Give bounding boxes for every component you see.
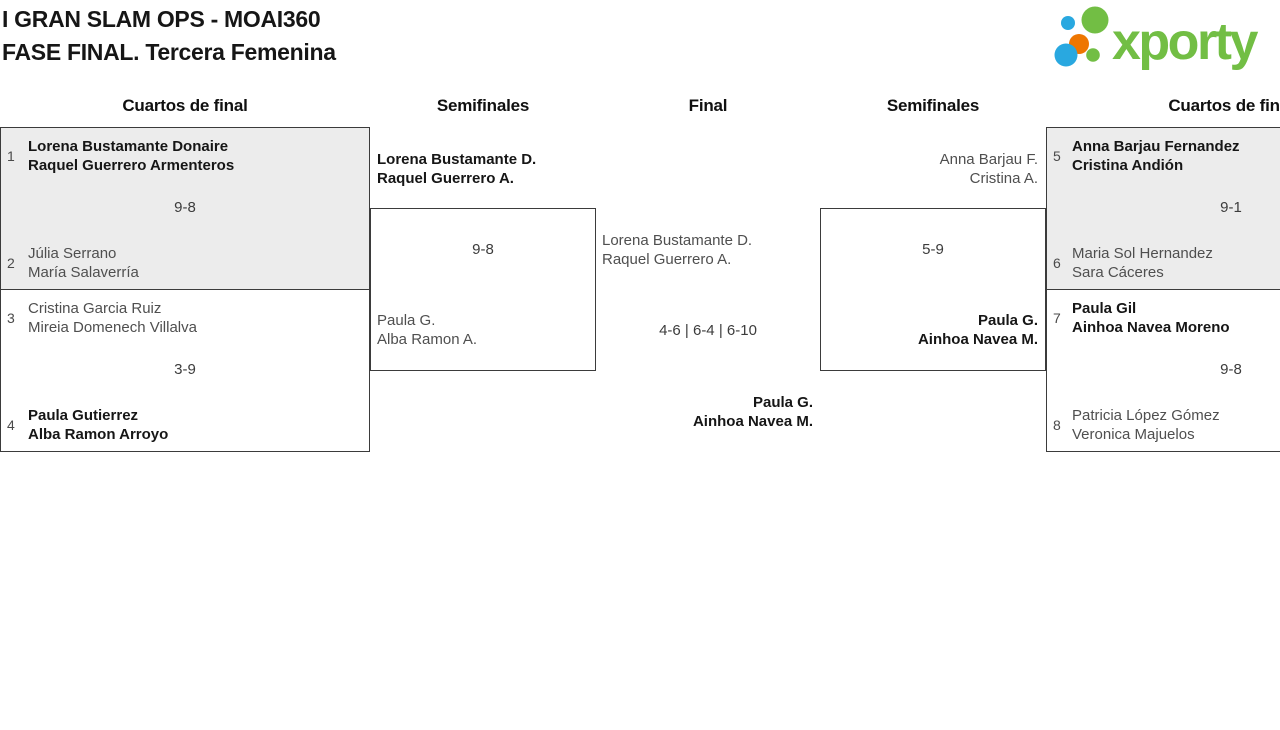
player-name: Cristina Garcia Ruiz — [28, 300, 162, 317]
match-box-qf-left-1 — [0, 127, 370, 290]
seed-number: 4 — [7, 417, 15, 433]
round-header-sf-left: Semifinales — [436, 96, 530, 115]
player-name: Anna Barjau F. — [939, 151, 1038, 168]
seed-number: 2 — [7, 255, 15, 271]
player-name: Cristina A. — [969, 170, 1038, 187]
round-header-qf-left: Cuartos de final — [122, 96, 248, 115]
round-header-final: Final — [688, 96, 728, 115]
seed-number: 8 — [1053, 417, 1061, 433]
player-name: Sara Cáceres — [1072, 264, 1164, 281]
player-name: Paula Gutierrez — [28, 407, 139, 424]
round-header-sf-right: Semifinales — [886, 96, 980, 115]
player-name: Júlia Serrano — [28, 245, 117, 262]
player-name: María Salaverría — [28, 264, 139, 281]
phase-category-name: FASE FINAL. Tercera Femenina — [2, 39, 336, 65]
player-name: Ainhoa Navea M. — [917, 331, 1038, 348]
logo-dot-green-small — [1086, 48, 1100, 62]
player-name: Maria Sol Hernandez — [1072, 245, 1213, 262]
team-pair-winner: Paula G. Ainhoa Navea M. — [596, 393, 813, 431]
player-name: Paula G. — [977, 312, 1038, 329]
xporty-logo[interactable]: xporty — [1046, 2, 1280, 78]
xporty-logo-graphic: xporty — [1054, 6, 1261, 71]
match-box-sf-left — [370, 208, 596, 371]
player-name: Paula Gil — [1072, 300, 1137, 317]
player-name: Paula G. — [752, 394, 813, 411]
match-box-sf-right — [820, 208, 1046, 371]
player-name: Paula G. — [377, 312, 436, 329]
player-name: Anna Barjau Fernandez — [1072, 138, 1240, 155]
logo-dot-green-large — [1081, 6, 1109, 34]
player-name: Mireia Domenech Villalva — [28, 319, 197, 336]
match-score: 9-8 — [1220, 361, 1242, 378]
match-score: 9-8 — [174, 199, 196, 216]
seed-number: 1 — [7, 148, 15, 164]
player-name: Veronica Majuelos — [1072, 426, 1195, 443]
team-pair: Paula G. Alba Ramon A. — [377, 311, 477, 349]
match-score: 3-9 — [174, 361, 196, 378]
tournament-name: I GRAN SLAM OPS - MOAI360 — [2, 6, 321, 32]
logo-dot-blue-small — [1061, 16, 1075, 30]
match-score: 9-1 — [1220, 199, 1242, 216]
seed-number: 5 — [1053, 148, 1061, 164]
team-pair: Júlia Serrano María Salaverría — [28, 244, 139, 282]
team-pair-winner: Lorena Bustamante D. Raquel Guerrero A. — [377, 150, 536, 188]
player-name: Raquel Guerrero A. — [377, 170, 514, 187]
seed-number: 7 — [1053, 310, 1061, 326]
page-title: I GRAN SLAM OPS - MOAI360 FASE FINAL. Te… — [2, 3, 336, 69]
player-name: Cristina Andión — [1072, 157, 1184, 174]
team-pair: Anna Barjau F. Cristina A. — [820, 150, 1038, 188]
player-name: Lorena Bustamante D. — [602, 232, 753, 249]
team-pair-winner: Anna Barjau Fernandez Cristina Andión — [1072, 137, 1240, 175]
player-name: Lorena Bustamante Donaire — [28, 138, 229, 155]
team-pair: Cristina Garcia Ruiz Mireia Domenech Vil… — [28, 299, 197, 337]
team-pair-winner: Lorena Bustamante Donaire Raquel Guerrer… — [28, 137, 234, 175]
player-name: Raquel Guerrero A. — [602, 251, 732, 268]
match-score: 9-8 — [472, 241, 494, 258]
match-score: 5-9 — [922, 241, 944, 258]
match-box-qf-right-2 — [1046, 289, 1280, 452]
player-name: Alba Ramon Arroyo — [28, 426, 169, 443]
match-box-qf-left-2 — [0, 289, 370, 452]
logo-dot-blue-large — [1054, 43, 1078, 67]
player-name: Patricia López Gómez — [1072, 407, 1220, 424]
player-name: Ainhoa Navea M. — [692, 413, 813, 430]
team-pair: Lorena Bustamante D. Raquel Guerrero A. — [602, 231, 752, 269]
match-box-qf-right-1 — [1046, 127, 1280, 290]
team-pair: Patricia López Gómez Veronica Majuelos — [1072, 406, 1220, 444]
team-pair-winner: Paula Gil Ainhoa Navea Moreno — [1072, 299, 1230, 337]
player-name: Alba Ramon A. — [377, 331, 478, 348]
team-pair: Maria Sol Hernandez Sara Cáceres — [1072, 244, 1213, 282]
player-name: Lorena Bustamante D. — [377, 151, 537, 168]
team-pair-winner: Paula Gutierrez Alba Ramon Arroyo — [28, 406, 168, 444]
player-name: Ainhoa Navea Moreno — [1072, 319, 1230, 336]
seed-number: 3 — [7, 310, 15, 326]
match-score: 4-6 | 6-4 | 6-10 — [659, 322, 757, 339]
round-header-qf-right: Cuartos de final — [1168, 96, 1280, 115]
player-name: Raquel Guerrero Armenteros — [28, 157, 235, 174]
seed-number: 6 — [1053, 255, 1061, 271]
team-pair-winner: Paula G. Ainhoa Navea M. — [820, 311, 1038, 349]
logo-wordmark: xporty — [1112, 13, 1259, 71]
